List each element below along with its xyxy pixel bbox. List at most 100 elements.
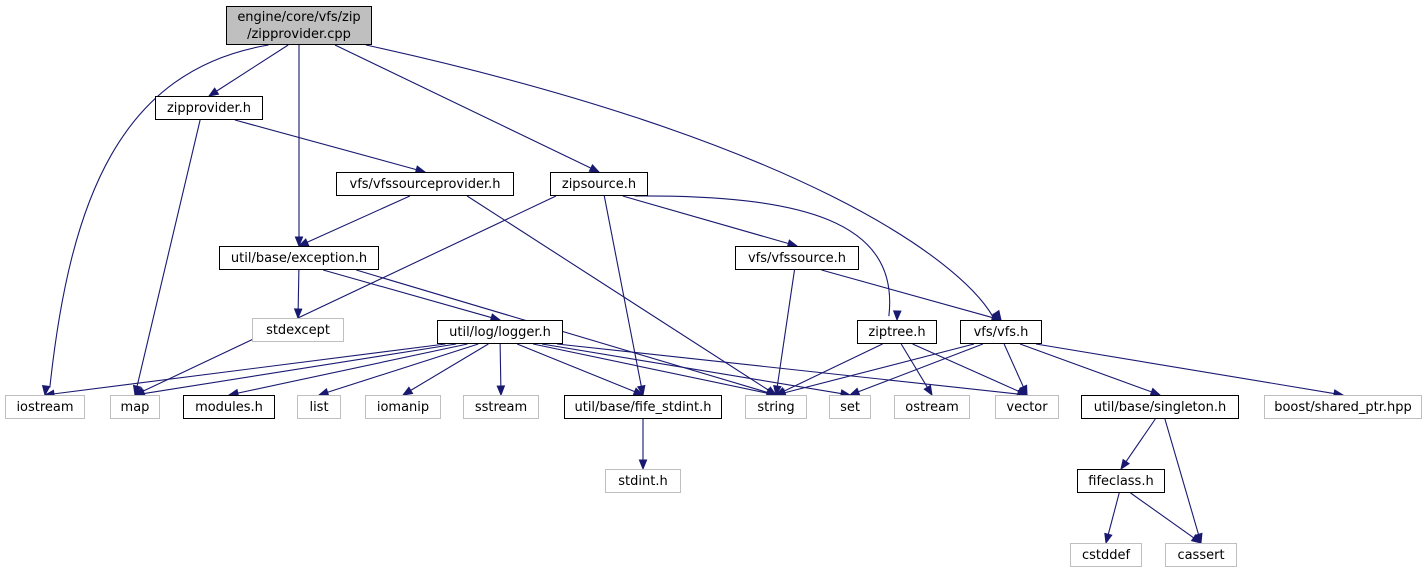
edge-ziptree_h-to-ostream bbox=[900, 343, 928, 388]
node-label: cassert bbox=[1177, 547, 1225, 563]
node-label: util/base/exception.h bbox=[230, 250, 368, 266]
node-label: modules.h bbox=[195, 399, 263, 415]
node-label: util/base/singleton.h bbox=[1093, 399, 1227, 415]
node-label: stdexcept bbox=[266, 322, 330, 338]
edge-exception_h-to-stdexcept bbox=[297, 269, 300, 310]
edge-logger_h-to-modules_h bbox=[237, 343, 468, 394]
arrowhead-logger_h-to-sstream bbox=[496, 385, 506, 397]
edge-vfs_h-to-singleton_h bbox=[1019, 343, 1152, 393]
edge-root-to-zipprovider_h bbox=[216, 44, 289, 92]
edge-logger_h-to-string bbox=[533, 343, 768, 394]
node-label: sstream bbox=[474, 399, 528, 415]
node-zipprovider-h[interactable]: zipprovider.h bbox=[155, 96, 263, 120]
node-vfssource-h[interactable]: vfs/vfssource.h bbox=[735, 246, 859, 270]
edge-zipprovider_h-to-vfssourceprovider_h bbox=[234, 119, 417, 171]
node-ziptree-h[interactable]: ziptree.h bbox=[857, 320, 937, 344]
node-iomanip: iomanip bbox=[365, 395, 441, 419]
node-label: util/base/fife_stdint.h bbox=[574, 399, 712, 415]
node-label: ziptree.h bbox=[868, 324, 926, 340]
edge-vfs_h-to-shared_ptr_hpp bbox=[1035, 343, 1335, 395]
edge-vfssourceprovider_h-to-string bbox=[466, 195, 769, 391]
edge-logger_h-to-iomanip bbox=[410, 343, 489, 391]
node-set: set bbox=[829, 395, 871, 419]
node-modules-h[interactable]: modules.h bbox=[183, 395, 275, 419]
node-label: fifeclass.h bbox=[1088, 473, 1154, 489]
node-label: vector bbox=[1006, 399, 1048, 415]
arrowhead-fifeclass_h-to-cassert bbox=[1190, 533, 1203, 544]
node-fife-stdint-h[interactable]: util/base/fife_stdint.h bbox=[564, 395, 722, 419]
edge-vfssourceprovider_h-to-exception_h bbox=[306, 195, 411, 243]
edge-logger_h-to-map bbox=[143, 343, 457, 395]
edge-root-to-zipsource_h bbox=[334, 44, 592, 169]
node-label: boost/shared_ptr.hpp bbox=[1274, 399, 1412, 415]
arrowhead-fifeclass_h-to-cstddef bbox=[1104, 532, 1113, 545]
edge-vfs_h-to-string bbox=[784, 343, 975, 394]
node-cstddef: cstddef bbox=[1070, 543, 1142, 567]
edge-root-to-iostream bbox=[49, 44, 269, 388]
edge-logger_h-to-set bbox=[541, 343, 842, 395]
arrowhead-root-to-iostream bbox=[41, 385, 51, 397]
edge-vfs_h-to-vector bbox=[1003, 343, 1024, 388]
edge-zipsource_h-to-ziptree_h bbox=[634, 195, 891, 317]
edge-exception_h-to-logger_h bbox=[322, 269, 492, 319]
node-ostream: ostream bbox=[894, 395, 970, 419]
node-label: util/log/logger.h bbox=[449, 324, 551, 340]
root-line-2: /zipprovider.cpp bbox=[247, 26, 351, 42]
node-fifeclass-h[interactable]: fifeclass.h bbox=[1077, 469, 1165, 493]
node-vfs-h[interactable]: vfs/vfs.h bbox=[960, 320, 1042, 344]
edge-ziptree_h-to-vector bbox=[912, 343, 1020, 392]
node-label: vfs/vfssourceprovider.h bbox=[349, 176, 501, 192]
edge-vfssource_h-to-string bbox=[776, 269, 796, 387]
node-label: vfs/vfs.h bbox=[973, 324, 1029, 340]
edge-singleton_h-to-fifeclass_h bbox=[1125, 418, 1156, 462]
edge-zipsource_h-to-fife_stdint_h bbox=[603, 195, 642, 387]
node-map: map bbox=[110, 395, 160, 419]
node-zipprovider-cpp: engine/core/vfs/zip /zipprovider.cpp bbox=[226, 6, 372, 45]
edge-singleton_h-to-cassert bbox=[1164, 418, 1200, 535]
node-singleton-h[interactable]: util/base/singleton.h bbox=[1081, 395, 1239, 419]
edge-logger_h-to-iostream bbox=[53, 343, 446, 395]
node-label: list bbox=[309, 399, 329, 415]
arrowhead-zipsource_h-to-ziptree_h bbox=[892, 310, 902, 322]
arrowhead-zipsource_h-to-fife_stdint_h bbox=[636, 384, 646, 397]
arrowhead-vfssourceprovider_h-to-exception_h bbox=[297, 238, 310, 247]
node-exception-h[interactable]: util/base/exception.h bbox=[219, 246, 379, 270]
edge-root-to-vfs_h bbox=[365, 44, 994, 317]
node-stdexcept: stdexcept bbox=[252, 318, 344, 342]
node-logger-h[interactable]: util/log/logger.h bbox=[437, 320, 563, 344]
arrowhead-singleton_h-to-fifeclass_h bbox=[1120, 458, 1130, 471]
node-label: cstddef bbox=[1081, 547, 1131, 563]
edge-logger_h-to-vector bbox=[556, 343, 1019, 395]
arrowhead-exception_h-to-stdexcept bbox=[293, 308, 303, 320]
arrowhead-ziptree_h-to-ostream bbox=[923, 384, 933, 397]
arrowhead-vfssource_h-to-string bbox=[773, 384, 782, 397]
node-stdint-h: stdint.h bbox=[605, 469, 681, 493]
node-label: stdint.h bbox=[618, 473, 668, 489]
node-label: zipprovider.h bbox=[166, 100, 252, 116]
node-sstream: sstream bbox=[463, 395, 539, 419]
node-iostream: iostream bbox=[5, 395, 85, 419]
node-label: iomanip bbox=[376, 399, 430, 415]
edge-fifeclass_h-to-cassert bbox=[1130, 492, 1194, 539]
node-vfssourceprovider-h[interactable]: vfs/vfssourceprovider.h bbox=[336, 172, 514, 196]
node-label: iostream bbox=[16, 399, 74, 415]
node-label: map bbox=[120, 399, 150, 415]
node-label: ostream bbox=[905, 399, 959, 415]
arrowhead-root-to-exception_h bbox=[294, 236, 304, 248]
node-zipsource-h[interactable]: zipsource.h bbox=[550, 172, 648, 196]
node-label: vfs/vfssource.h bbox=[747, 250, 846, 266]
edge-logger_h-to-sstream bbox=[499, 343, 502, 387]
node-vector: vector bbox=[995, 395, 1059, 419]
edge-logger_h-to-fife_stdint_h bbox=[516, 343, 635, 393]
arrowhead-vfs_h-to-vector bbox=[1019, 384, 1028, 397]
edge-zipprovider_h-to-map bbox=[136, 119, 201, 387]
node-label: zipsource.h bbox=[561, 176, 637, 192]
arrowhead-logger_h-to-iomanip bbox=[401, 386, 414, 396]
edge-zipsource_h-to-map bbox=[142, 195, 557, 392]
arrowhead-root-to-zipprovider_h bbox=[207, 87, 220, 97]
node-list: list bbox=[297, 395, 341, 419]
edge-vfs_h-to-set bbox=[858, 343, 984, 393]
edge-fifeclass_h-to-cstddef bbox=[1107, 492, 1120, 535]
